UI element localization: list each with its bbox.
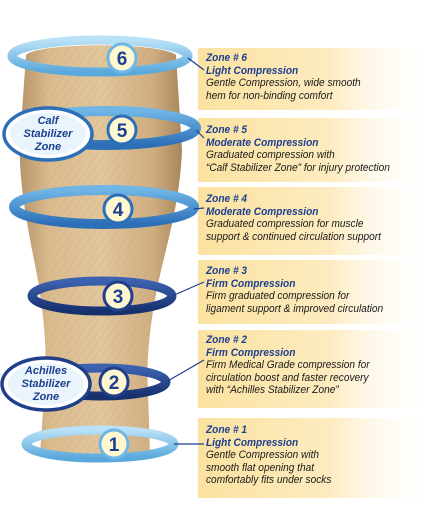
band-6 [7, 35, 193, 77]
zone-number-3: 3 [102, 280, 134, 312]
zone-3-title: Zone # 3 [206, 265, 248, 277]
zone-4-title: Zone # 4 [206, 193, 248, 205]
zone-text-strips [198, 48, 435, 498]
svg-text:1: 1 [109, 435, 120, 456]
zone-number-circles: 6 5 4 3 2 1 [98, 42, 138, 460]
connector-lines [165, 57, 205, 445]
svg-text:3: 3 [113, 287, 124, 308]
zone-4-description: Graduated compression for muscle support… [206, 218, 381, 243]
calf-stabilizer-badge: Calf Stabilizer Zone [2, 106, 94, 162]
zone-strip-2 [198, 330, 435, 408]
zone-5-subtitle: Moderate Compression [206, 136, 319, 149]
zone-strip-4 [198, 187, 435, 255]
zone-6-title: Zone # 6 [206, 52, 248, 64]
zone-number-4: 4 [102, 193, 134, 225]
zone-1-subtitle: Light Compression [206, 436, 299, 449]
svg-text:Achilles: Achilles [24, 365, 67, 377]
connector-4 [193, 207, 205, 210]
zone-6-description: Gentle Compression, wide smooth hem for … [206, 77, 361, 102]
svg-text:2: 2 [109, 373, 120, 394]
zone-4-subtitle: Moderate Compression [206, 205, 319, 218]
svg-text:Stabilizer: Stabilizer [22, 378, 72, 390]
zone-2-description: Firm Medical Grade compression for circu… [206, 359, 370, 397]
svg-text:Stabilizer: Stabilizer [24, 128, 74, 140]
svg-text:4: 4 [113, 200, 124, 221]
zone-4-text: Zone # 4 Moderate Compression Graduated … [206, 193, 414, 243]
connector-5 [195, 129, 205, 139]
zone-6-text: Zone # 6 Light Compression Gentle Compre… [206, 52, 414, 102]
zone-number-6: 6 [106, 42, 138, 74]
zone-3-description: Firm graduated compression for ligament … [206, 290, 384, 315]
zone-1-title: Zone # 1 [206, 424, 248, 436]
svg-text:Calf: Calf [38, 115, 60, 127]
zone-5-description: Graduated compression with “Calf Stabili… [206, 149, 390, 174]
zone-3-subtitle: Firm Compression [206, 277, 296, 290]
zone-3-text: Zone # 3 Firm Compression Firm graduated… [206, 265, 414, 315]
zone-number-1: 1 [98, 428, 130, 460]
svg-text:Zone: Zone [34, 141, 61, 153]
svg-text:5: 5 [117, 121, 128, 142]
zone-number-2: 2 [98, 366, 130, 398]
connector-3 [171, 281, 205, 297]
zone-6-subtitle: Light Compression [206, 64, 299, 77]
zone-5-text: Zone # 5 Moderate Compression Graduated … [206, 124, 414, 174]
zone-5-title: Zone # 5 [206, 124, 248, 136]
zone-2-text: Zone # 2 Firm Compression Firm Medical G… [206, 334, 414, 397]
zone-1-description: Gentle Compression with smooth flat open… [206, 449, 332, 487]
connector-2 [165, 359, 205, 383]
zone-strip-1 [198, 418, 435, 498]
zone-strip-6 [198, 48, 435, 110]
svg-text:Zone: Zone [32, 391, 59, 403]
svg-text:6: 6 [117, 49, 128, 70]
zone-strip-5 [198, 118, 435, 182]
achilles-stabilizer-badge: Achilles Stabilizer Zone [0, 356, 92, 412]
connector-6 [187, 57, 205, 71]
zone-2-subtitle: Firm Compression [206, 346, 296, 359]
zone-2-title: Zone # 2 [206, 334, 248, 346]
band-4 [9, 185, 199, 229]
zone-1-text: Zone # 1 Light Compression Gentle Compre… [206, 424, 414, 487]
zone-number-5: 5 [106, 114, 138, 146]
zone-strip-3 [198, 260, 435, 324]
